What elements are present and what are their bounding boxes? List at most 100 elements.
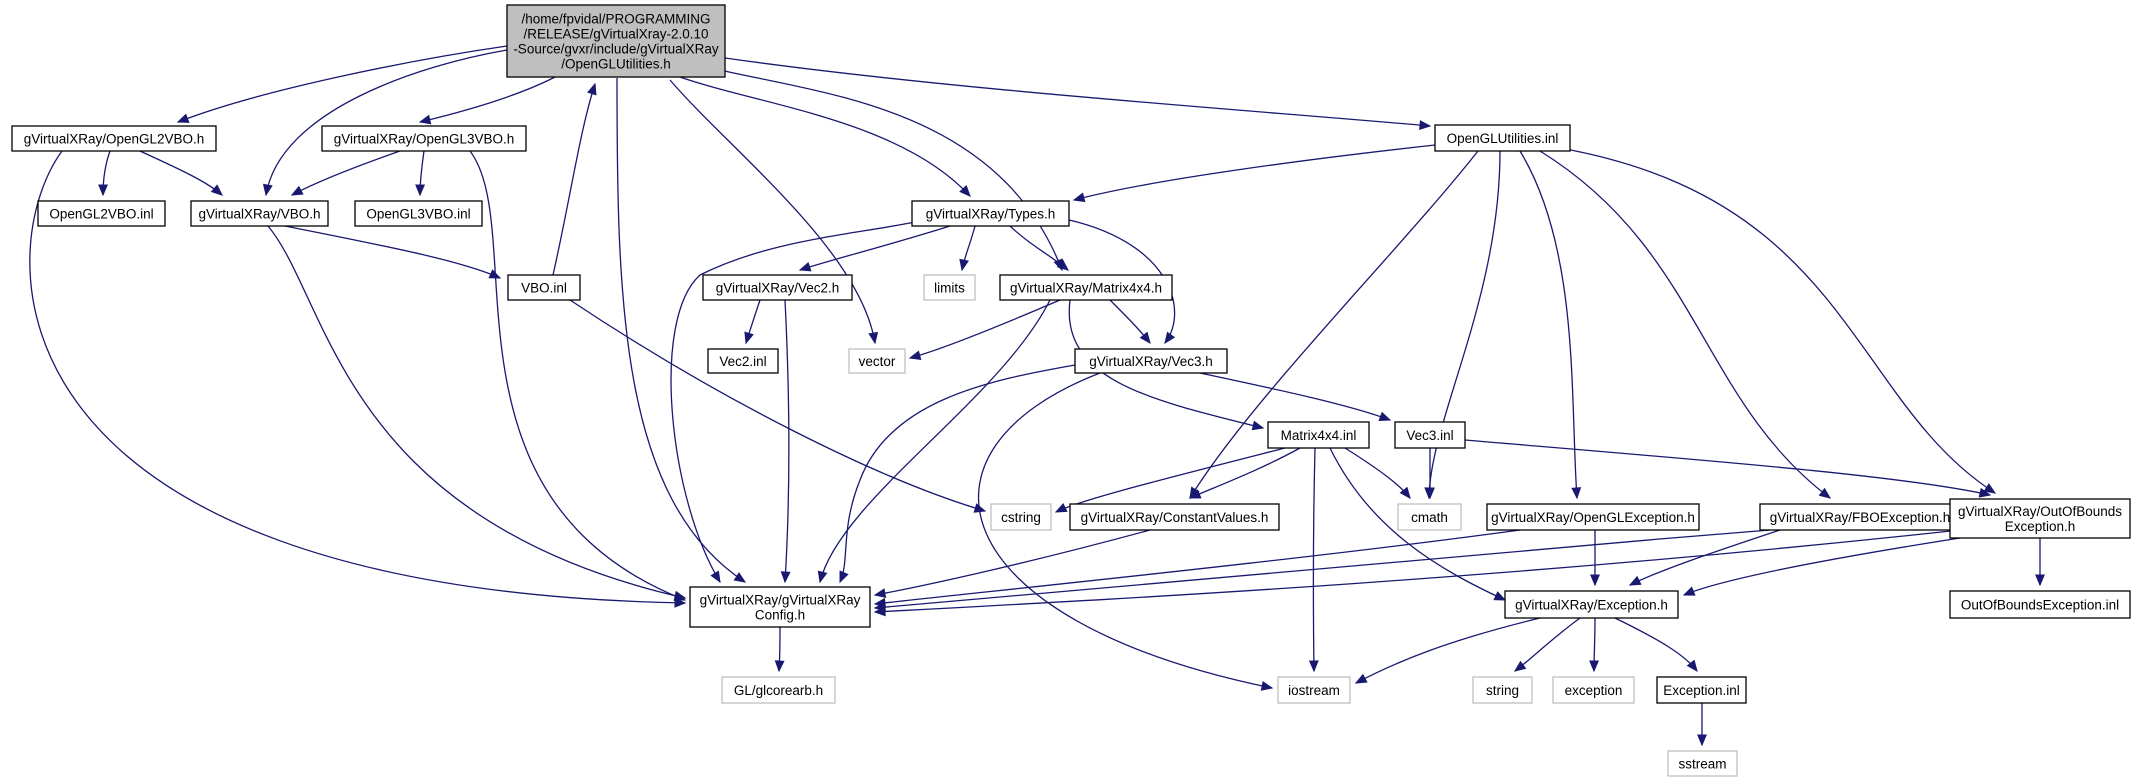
edge-ogl2vbo_h-to-ogl2vbo_inl [98, 150, 111, 197]
node-vec2-inl[interactable]: Vec2.inl [707, 348, 779, 374]
node-ogl3vbo-inl[interactable]: OpenGL3VBO.inl [354, 200, 483, 227]
edge-vec3_inl-to-oob_h [1464, 439, 1992, 498]
edge-fboexc_h-to-exception_h [1628, 529, 1781, 586]
node-label: OutOfBoundsException.inl [1961, 598, 2119, 613]
edge-matrix_inl-to-cmath [1344, 447, 1411, 500]
edge-ogl2vbo_h-to-config_h [29, 150, 687, 608]
node-matrix-inl[interactable]: Matrix4x4.inl [1267, 421, 1370, 449]
node-string: string [1472, 676, 1533, 704]
edges-layer [29, 45, 2045, 747]
edge-ogl3vbo_h-to-config_h [469, 150, 687, 601]
node-oglexc-h[interactable]: gVirtualXRay/OpenGLException.h [1486, 503, 1700, 531]
edge-line [1683, 537, 1961, 596]
node-fboexc-h[interactable]: gVirtualXRay/FBOException.h [1759, 503, 1961, 531]
node-vbo-inl[interactable]: VBO.inl [507, 274, 581, 301]
edge-matrix_inl-to-cstring [1054, 447, 1286, 513]
edge-line [616, 77, 746, 583]
node-root[interactable]: /home/fpvidal/PROGRAMMING/RELEASE/gVirtu… [506, 4, 726, 78]
arrowhead [1260, 681, 1274, 691]
edge-line [265, 49, 508, 196]
edge-oob_h-to-config_h [873, 529, 1961, 617]
node-label: Vec2.inl [719, 354, 766, 369]
edge-root-to-vector [669, 79, 879, 345]
edge-config_h-to-glcorearb [774, 626, 785, 673]
node-label: Matrix4x4.inl [1281, 428, 1357, 443]
node-label: /home/fpvidal/PROGRAMMING [521, 12, 710, 27]
edge-line [1189, 447, 1301, 499]
node-label: gVirtualXRay/OutOfBounds [1958, 504, 2122, 519]
edge-types_h-to-vec2_h [798, 225, 951, 272]
edge-exception_inl-to-sstream [1697, 703, 1707, 747]
edge-exception_h-to-exception_inl [1614, 617, 1698, 673]
edge-line [679, 76, 971, 197]
edge-root-to-vbo_h [262, 49, 508, 197]
node-oglutil-inl[interactable]: OpenGLUtilities.inl [1434, 124, 1571, 152]
node-ogl2vbo-inl[interactable]: OpenGL2VBO.inl [37, 200, 166, 227]
node-sstream: sstream [1667, 750, 1738, 777]
edge-line [1312, 447, 1316, 672]
edge-line [1199, 372, 1391, 421]
node-box [506, 4, 726, 78]
node-vec3-inl[interactable]: Vec3.inl [1394, 421, 1466, 449]
node-box [354, 200, 483, 227]
arrowhead [290, 185, 304, 196]
edge-oglutil_inl-to-oglexc_h [1519, 150, 1582, 500]
arrowhead [1308, 660, 1319, 673]
edge-line [724, 57, 1431, 127]
arrowhead [673, 590, 687, 601]
edge-vbo_inl-to-root [552, 82, 597, 276]
edge-line [552, 83, 596, 276]
node-ogl2vbo-h[interactable]: gVirtualXRay/OpenGL2VBO.h [11, 125, 217, 152]
node-glcorearb: GL/glcorearb.h [721, 676, 836, 704]
node-constvals-h[interactable]: gVirtualXRay/ConstantValues.h [1069, 503, 1280, 531]
node-box [999, 274, 1173, 301]
node-matrix-h[interactable]: gVirtualXRay/Matrix4x4.h [999, 274, 1173, 301]
edge-line [784, 299, 790, 583]
node-label: gVirtualXRay/Types.h [926, 207, 1056, 222]
edge-matrix_h-to-config_h [817, 299, 1051, 584]
arrowhead [908, 350, 922, 361]
node-oob-inl[interactable]: OutOfBoundsException.inl [1949, 590, 2131, 619]
node-box [1074, 348, 1228, 374]
edge-types_h-to-matrix_h [1009, 225, 1069, 271]
node-ogl3vbo-h[interactable]: gVirtualXRay/OpenGL3VBO.h [321, 125, 527, 152]
node-label: gVirtualXRay/Exception.h [1515, 598, 1668, 613]
node-box [689, 586, 871, 628]
node-iostream: iostream [1277, 676, 1351, 704]
arrowhead [733, 572, 747, 583]
node-vec3-h[interactable]: gVirtualXRay/Vec3.h [1074, 348, 1228, 374]
arrowhead [780, 571, 791, 584]
arrowhead [674, 597, 687, 608]
node-exception-inl[interactable]: Exception.inl [1656, 676, 1747, 704]
edge-line [291, 150, 401, 196]
node-box [11, 125, 217, 152]
edge-types_h-to-limits [959, 225, 976, 272]
arrowhead [415, 184, 426, 197]
arrowhead [1978, 487, 1992, 498]
edge-line [977, 372, 1273, 689]
node-label: VBO.inl [521, 281, 567, 296]
edge-line [1519, 150, 1578, 499]
node-limits: limits [923, 274, 976, 301]
edge-vec2_h-to-vec2_inl [744, 299, 761, 345]
arrowhead [1139, 331, 1151, 345]
node-oob-h[interactable]: gVirtualXRay/OutOfBoundsException.h [1949, 498, 2131, 539]
node-types-h[interactable]: gVirtualXRay/Types.h [911, 200, 1070, 227]
arrowhead [1054, 502, 1068, 513]
arrowhead [959, 258, 969, 272]
node-exception-h[interactable]: gVirtualXRay/Exception.h [1504, 590, 1679, 619]
node-vbo-h[interactable]: gVirtualXRay/VBO.h [190, 200, 329, 227]
edge-constvals_h-to-config_h [873, 529, 1151, 598]
edge-matrix_h-to-vector [908, 299, 1061, 361]
node-vec2-h[interactable]: gVirtualXRay/Vec2.h [702, 274, 853, 301]
node-box [1397, 503, 1462, 531]
node-label: gVirtualXRay/FBOException.h [1770, 510, 1951, 525]
arrowhead [1818, 487, 1832, 499]
edge-root-to-ogl2vbo_h [176, 45, 508, 123]
node-label: /OpenGLUtilities.h [561, 57, 671, 72]
edge-matrix_h-to-matrix_inl [1068, 299, 1265, 431]
node-label: OpenGLUtilities.inl [1447, 131, 1559, 146]
node-label: gVirtualXRay/VBO.h [198, 207, 320, 222]
node-label: exception [1565, 683, 1623, 698]
